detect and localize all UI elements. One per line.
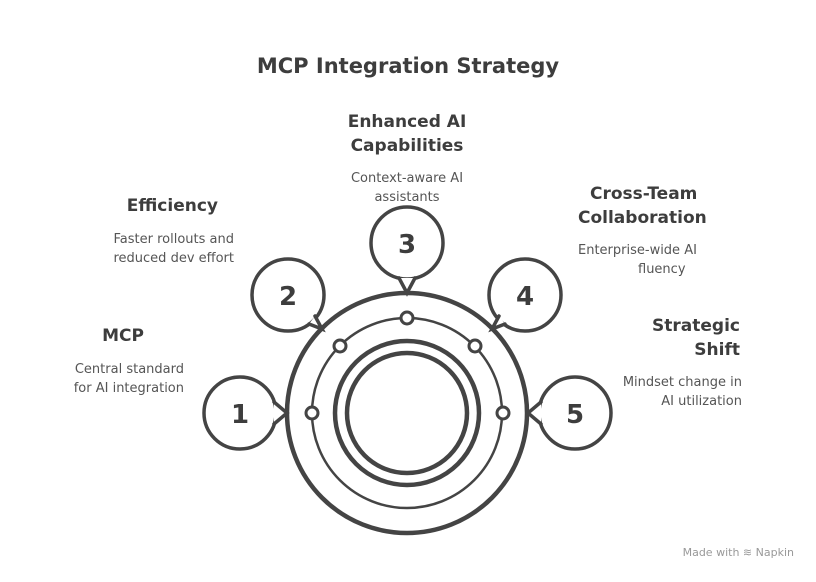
- connector-dot-3: [399, 310, 415, 326]
- step-3-description: Context-aware AI assistants: [307, 169, 507, 207]
- step-1-heading: MCP: [102, 326, 144, 346]
- diagram-title: MCP Integration Strategy: [256, 54, 560, 78]
- connector-dot-4: [467, 338, 483, 354]
- bubble-1: [202, 375, 290, 451]
- heading-line: Cross-Team: [590, 184, 698, 204]
- step-number-2: 2: [279, 282, 297, 312]
- napkin-watermark: Made with ≋ Napkin: [683, 546, 794, 559]
- description-line: Enterprise-wide AI: [578, 243, 697, 258]
- made-with-text: Made with: [682, 546, 740, 559]
- description-line: Central standard: [74, 362, 184, 377]
- heading-line: Strategic: [652, 316, 740, 336]
- heading-line: Collaboration: [578, 208, 707, 228]
- step-number-5: 5: [566, 400, 584, 430]
- description-line: Faster rollouts and: [113, 232, 235, 247]
- step-number-4: 4: [516, 282, 534, 312]
- step-4-heading: Cross-Team Collaboration: [578, 182, 707, 230]
- description-line: assistants: [374, 190, 440, 205]
- description-line: reduced dev effort: [113, 251, 234, 266]
- step-2-heading: Efficiency: [126, 196, 218, 216]
- heading-line: Shift: [694, 340, 740, 360]
- step-number-3: 3: [398, 230, 416, 260]
- connector-dot-5: [495, 405, 511, 421]
- bubble-2: [250, 257, 326, 333]
- description-line: Mindset change in: [622, 375, 742, 390]
- step-3-heading: Enhanced AI Capabilities: [307, 110, 507, 158]
- napkin-logo-icon: ≋: [742, 546, 753, 559]
- bubble-4: [487, 257, 563, 333]
- inner-ring-inner: [344, 350, 470, 476]
- step-4-description: Enterprise-wide AI fluency: [578, 241, 697, 279]
- description-line: fluency: [638, 262, 686, 277]
- heading-line: Enhanced AI: [347, 112, 467, 132]
- step-number-1: 1: [231, 400, 249, 430]
- description-line: AI utilization: [661, 394, 742, 409]
- bubble-5: [525, 375, 613, 451]
- brand-text: Napkin: [755, 546, 794, 559]
- bubble-3: [369, 205, 445, 297]
- step-1-description: Central standard for AI integration: [74, 360, 184, 398]
- step-2-description: Faster rollouts and reduced dev effort: [113, 230, 234, 268]
- step-5-heading: Strategic Shift: [652, 314, 740, 362]
- step-5-description: Mindset change in AI utilization: [623, 373, 742, 411]
- connector-dot-2: [332, 338, 348, 354]
- description-line: Context-aware AI: [350, 171, 464, 186]
- inner-ring-outer: [332, 338, 482, 488]
- heading-line: Capabilities: [350, 136, 464, 156]
- connector-dot-1: [304, 405, 320, 421]
- description-line: for AI integration: [73, 381, 184, 396]
